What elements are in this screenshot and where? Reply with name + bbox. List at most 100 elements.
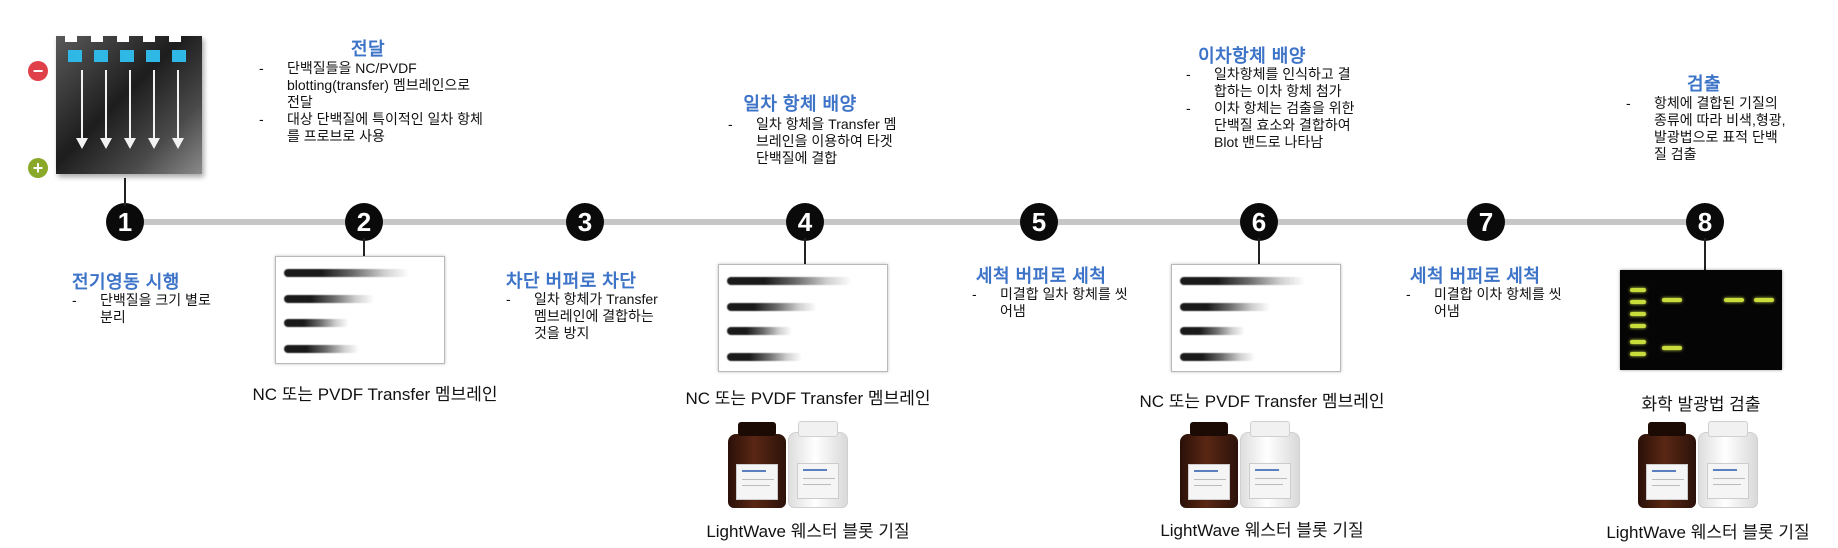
step-desc-8: 항체에 결합된 기질의 종류에 따라 비색,형광,발광법으로 표적 단백질 검출 [1620, 95, 1790, 163]
brown-bottle-icon [1180, 422, 1238, 508]
stem-4 [804, 238, 806, 264]
membrane-band [727, 353, 802, 361]
label-line [1255, 478, 1287, 479]
label-line [1713, 484, 1741, 485]
label-line [742, 470, 766, 472]
label-line [1713, 478, 1745, 479]
label-line [803, 469, 827, 471]
stem-6 [1258, 238, 1260, 264]
timeline [125, 219, 1705, 225]
white-bottle-icon [788, 421, 848, 508]
migration-arrow-icon [129, 70, 131, 142]
step-marker-1: 1 [106, 203, 144, 241]
step-desc-item: 일차 항체을 Transfer 멤브레인을 이용하여 타겟 단백질에 결합 [722, 116, 902, 167]
step-desc-6: 일차항체를 인식하고 결합하는 이차 항체 첨가 이차 항체는 검출을 위한 단… [1180, 66, 1355, 151]
step-title-8: 검출 [1686, 74, 1722, 94]
chemi-band [1724, 298, 1744, 302]
label-line [1255, 469, 1279, 471]
migration-arrow-head-icon [124, 138, 136, 149]
membrane-band [1180, 303, 1270, 311]
step-title-4: 일차 항체 배양 [743, 94, 857, 114]
label-line [1652, 470, 1676, 472]
step-marker-5: 5 [1020, 203, 1058, 241]
step-title-2: 전달 [350, 39, 386, 59]
bottle-cap [1190, 422, 1228, 436]
step-desc-4: 일차 항체을 Transfer 멤브레인을 이용하여 타겟 단백질에 결합 [722, 116, 902, 167]
chemi-band [1630, 288, 1646, 292]
membrane-band [1180, 327, 1245, 335]
step-title-5: 세척 버퍼로 세척 [976, 266, 1107, 286]
chemi-band [1630, 312, 1646, 316]
step-desc-item: 일차항체를 인식하고 결합하는 이차 항체 첨가 [1180, 66, 1355, 100]
step-title-1: 전기영동 시행 [72, 272, 180, 292]
step-desc-item: 이차 항체는 검출을 위한 단백질 효소와 결합하여 Blot 밴드로 나타남 [1180, 100, 1355, 151]
bottle-label [1707, 463, 1749, 499]
membrane-band [1180, 353, 1255, 361]
step-desc-item: 대상 단백질에 특이적인 일차 항체를 프로브로 사용 [253, 111, 483, 145]
membrane-band [727, 277, 852, 285]
bottle-label [1646, 464, 1688, 500]
step-marker-8: 8 [1686, 203, 1724, 241]
label-line [1652, 479, 1684, 480]
white-bottle-icon [1240, 421, 1300, 508]
blot-membrane-icon [275, 256, 445, 364]
step-desc-5: 미결합 일차 항체를 씻어냄 [966, 286, 1136, 320]
positive-electrode-icon: + [28, 158, 48, 178]
gel-comb-tooth [169, 28, 181, 42]
bottle-label [797, 463, 839, 499]
gel-well [172, 50, 186, 62]
step-marker-7: 7 [1467, 203, 1505, 241]
gel-comb-tooth [91, 28, 103, 42]
chemi-band [1662, 298, 1682, 302]
bottle-label [736, 464, 778, 500]
substrate-caption-4: LightWave 웨스터 블롯 기질 [706, 522, 910, 541]
blot-membrane-icon [718, 264, 888, 372]
migration-arrow-icon [81, 70, 83, 142]
step-marker-4: 4 [786, 203, 824, 241]
electrophoresis-gel-icon [56, 28, 202, 174]
brown-bottle-icon [728, 422, 786, 508]
chemi-band [1630, 324, 1646, 328]
step-desc-item: 미결합 이차 항체를 씻어냄 [1400, 286, 1570, 320]
label-line [1713, 469, 1737, 471]
gel-well [94, 50, 108, 62]
bottle-cap [798, 421, 838, 437]
step-desc-item: 일차 항체가 Transfer 멤브레인에 결합하는 것을 방지 [500, 291, 670, 342]
stem-8 [1704, 238, 1706, 270]
gel-well [68, 50, 82, 62]
step-desc-item: 미결합 일차 항체를 씻어냄 [966, 286, 1136, 320]
step-title-6: 이차항체 배양 [1198, 46, 1306, 66]
step-desc-3: 일차 항체가 Transfer 멤브레인에 결합하는 것을 방지 [500, 291, 670, 342]
step-title-7: 세척 버퍼로 세척 [1410, 266, 1541, 286]
step-marker-3: 3 [566, 203, 604, 241]
membrane-caption-4: NC 또는 PVDF Transfer 멤브레인 [685, 389, 931, 408]
step-marker-6: 6 [1240, 203, 1278, 241]
blot-membrane-icon [1171, 264, 1341, 372]
bottle-label [1249, 463, 1291, 499]
gel-well [146, 50, 160, 62]
membrane-band [1180, 277, 1305, 285]
label-line [1194, 479, 1226, 480]
chemi-band [1662, 346, 1682, 350]
membrane-band [284, 295, 374, 303]
substrate-bottles-icon [728, 420, 848, 508]
label-line [803, 484, 831, 485]
migration-arrow-icon [105, 70, 107, 142]
substrate-caption-8: LightWave 웨스터 블롯 기질 [1606, 523, 1810, 542]
brown-bottle-icon [1638, 422, 1696, 508]
gel-comb-tooth [65, 28, 77, 42]
label-line [742, 485, 770, 486]
migration-arrow-icon [177, 70, 179, 142]
migration-arrow-head-icon [148, 138, 160, 149]
membrane-caption-2: NC 또는 PVDF Transfer 멤브레인 [252, 385, 498, 404]
step-title-3: 차단 버퍼로 차단 [506, 271, 637, 291]
step-desc-item: 항체에 결합된 기질의 종류에 따라 비색,형광,발광법으로 표적 단백질 검출 [1620, 95, 1790, 163]
step-desc-item: 단백질들을 NC/PVDF blotting(transfer) 멤브레인으로 … [253, 60, 483, 111]
migration-arrow-icon [153, 70, 155, 142]
chemi-band [1630, 300, 1646, 304]
step-desc-item: 단백질을 크기 별로 분리 [66, 292, 211, 326]
bottle-cap [1250, 421, 1290, 437]
detection-caption: 화학 발광법 검출 [1641, 395, 1761, 414]
chemi-band [1630, 352, 1646, 356]
step-desc-1: 단백질을 크기 별로 분리 [66, 292, 211, 326]
